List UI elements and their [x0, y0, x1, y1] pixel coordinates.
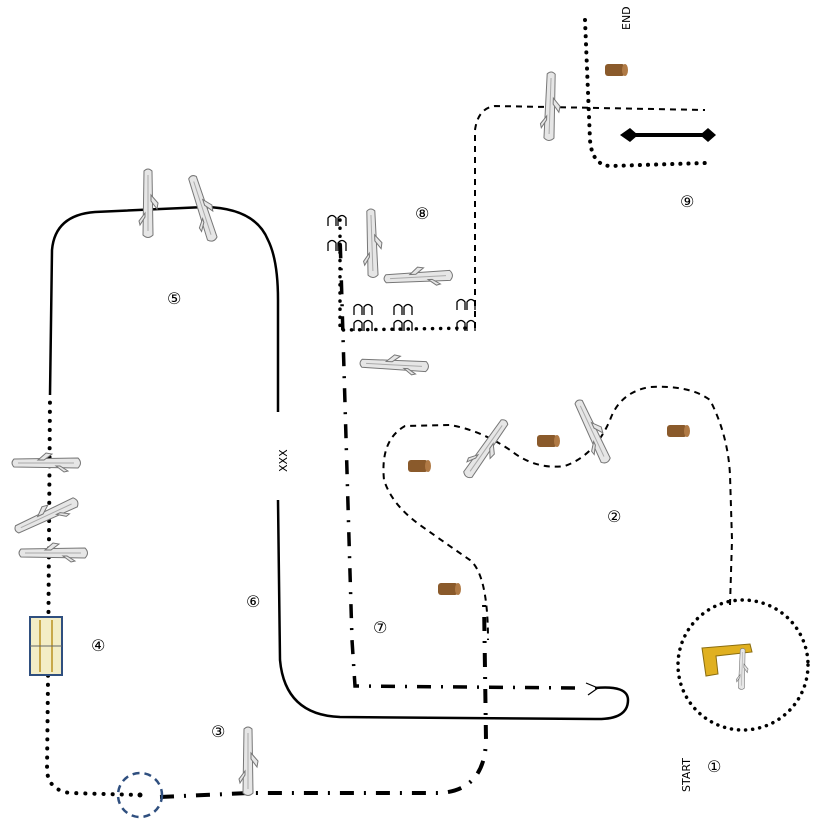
station-1: ① — [707, 757, 721, 776]
path-section-5 — [48, 205, 280, 412]
path-section-9 — [583, 18, 707, 169]
station-5: ⑤ — [167, 289, 181, 308]
station-4: ④ — [91, 636, 105, 655]
path-section-4 — [44, 393, 142, 797]
station-7: ⑦ — [373, 618, 387, 637]
turn-circle — [116, 771, 164, 819]
end-label: END — [620, 6, 633, 30]
station-8: ⑧ — [415, 204, 429, 223]
station-9: ⑨ — [680, 192, 694, 211]
gate-obstacle — [701, 643, 753, 690]
station-2: ② — [607, 507, 621, 526]
path-section-7 — [338, 234, 576, 690]
finish-marker — [620, 128, 716, 142]
path-section-8 — [338, 104, 706, 332]
path-section-2 — [382, 385, 734, 641]
start-circle — [676, 598, 810, 732]
start-label: START — [680, 758, 693, 792]
bridge-obstacle — [29, 616, 63, 676]
xxx-label: XXX — [277, 449, 290, 472]
path-section-6 — [276, 499, 630, 721]
station-6: ⑥ — [246, 592, 260, 611]
station-3: ③ — [211, 722, 225, 741]
path-section-3 — [159, 599, 489, 799]
stump-obstacles — [408, 64, 690, 595]
